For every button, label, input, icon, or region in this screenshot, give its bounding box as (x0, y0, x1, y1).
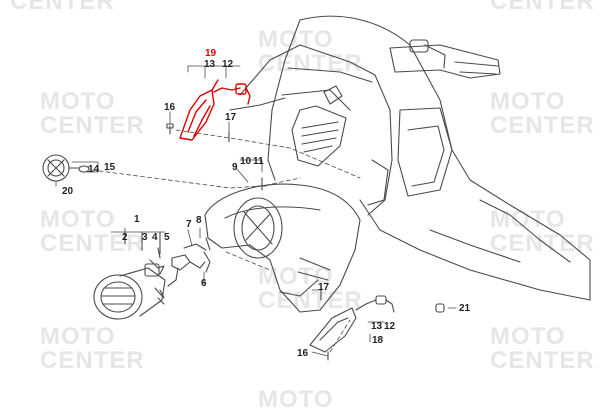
guide-lines (91, 129, 361, 353)
callout-14: 14 (88, 164, 100, 175)
lower-cover (309, 295, 395, 353)
callout-20: 20 (62, 186, 74, 197)
callout-1: 1 (134, 214, 140, 225)
callout-21: 21 (459, 303, 471, 314)
callout-8: 8 (196, 215, 202, 226)
callout-9: 9 (232, 162, 238, 173)
callout-12: 12 (222, 59, 234, 70)
callout-13b: 13 (371, 321, 383, 332)
callout-2: 2 (122, 232, 128, 243)
fasteners (159, 123, 445, 361)
callout-15: 15 (104, 162, 116, 173)
callout-3: 3 (142, 232, 148, 243)
callout-18: 18 (372, 335, 384, 346)
leader-lines (55, 65, 457, 357)
front-fender (204, 183, 361, 313)
callout-11: 11 (253, 156, 264, 167)
callout-16: 16 (164, 102, 176, 113)
callout-13: 13 (204, 59, 216, 70)
callout-17b: 17 (318, 282, 330, 293)
handlebar (389, 39, 501, 79)
callout-10: 10 (240, 156, 252, 167)
headlight-unit (93, 267, 166, 320)
callout-19: 19 (205, 48, 217, 59)
callout-12b: 12 (384, 321, 396, 332)
callout-16b: 16 (297, 348, 309, 359)
front-shield (229, 15, 591, 301)
callout-17: 17 (225, 112, 237, 123)
horn (42, 154, 90, 182)
callout-5: 5 (164, 232, 170, 243)
turn-signal-highlight (179, 79, 251, 141)
callout-4: 4 (152, 232, 158, 243)
callout-7: 7 (186, 219, 192, 230)
exploded-parts-diagram (42, 15, 591, 361)
headlight-wiring (124, 231, 211, 287)
headlight-mount (233, 197, 283, 259)
callout-6: 6 (201, 278, 207, 289)
